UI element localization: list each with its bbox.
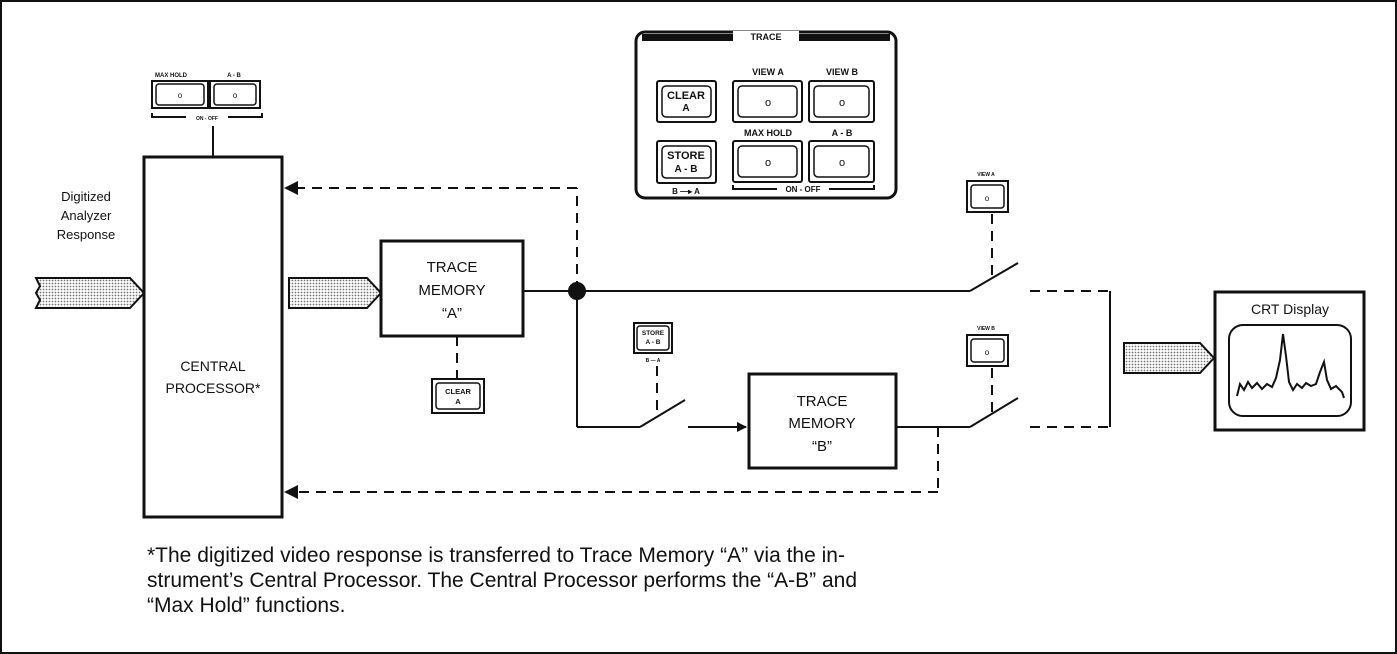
input-label-line-1: Digitized xyxy=(61,189,111,204)
trace-panel-view-a-label: VIEW A xyxy=(752,67,784,77)
trace-panel-store-button[interactable]: STORE A - B xyxy=(656,140,717,184)
trace-panel-store-label-1: STORE xyxy=(667,150,705,162)
input-label-line-2: Analyzer xyxy=(61,208,112,223)
small-panel-on-off-label: ON - OFF xyxy=(196,116,218,122)
trace-panel-view-b-label: VIEW B xyxy=(826,67,859,77)
store-inline-b-to-a-label: B — A xyxy=(646,358,661,364)
trace-panel-b-to-a-label: B —▸ A xyxy=(672,187,700,196)
view-a-inline-button[interactable]: o xyxy=(966,180,1009,213)
view-b-inline-button[interactable]: o xyxy=(966,334,1009,367)
button-led-icon: o xyxy=(985,348,990,357)
trace-memory-a-box xyxy=(379,239,525,338)
processor-to-memory-a-arrow xyxy=(288,277,383,309)
trace-panel-on-off-label: ON - OFF xyxy=(785,185,820,194)
small-panel-a-minus-b-label: A - B xyxy=(227,73,241,79)
trace-panel-view-b-button[interactable]: o xyxy=(808,80,875,123)
button-led-icon: o xyxy=(839,157,845,169)
button-led-icon: o xyxy=(985,194,990,203)
clear-a-inline-button[interactable]: CLEAR A xyxy=(431,378,485,414)
trace-panel-a-minus-b-label: A - B xyxy=(832,128,853,138)
button-led-icon: o xyxy=(765,97,771,109)
store-switch-blade xyxy=(639,399,686,428)
trace-panel-clear-a-label-2: A xyxy=(682,103,689,114)
input-data-arrow xyxy=(34,277,146,309)
trace-memory-b-label-1: TRACE xyxy=(797,393,848,410)
footnote-line-2: strument’s Central Processor. The Centra… xyxy=(147,569,858,592)
trace-memory-b-box xyxy=(747,372,898,470)
input-label-line-3: Response xyxy=(57,227,116,242)
view-a-inline-label: VIEW A xyxy=(977,172,995,178)
small-max-hold-button[interactable]: o xyxy=(151,80,209,109)
trace-memory-b-label-3: “B” xyxy=(812,438,832,455)
trace-panel-title: TRACE xyxy=(751,32,782,42)
store-inline-button[interactable]: STORE A - B xyxy=(633,322,673,354)
feedback-b-arrowhead xyxy=(284,485,298,499)
crt-display-label: CRT Display xyxy=(1251,301,1329,317)
trace-memory-a-label-3: “A” xyxy=(442,305,462,322)
view-b-switch-blade xyxy=(969,397,1019,428)
trace-panel-max-hold-button[interactable]: o xyxy=(732,140,803,183)
view-b-inline-label: VIEW B xyxy=(977,326,995,332)
small-a-minus-b-button[interactable]: o xyxy=(209,80,261,109)
footnote: *The digitized video response is transfe… xyxy=(147,543,867,618)
store-inline-label-2: A - B xyxy=(646,339,661,346)
footnote-line-1: *The digitized video response is transfe… xyxy=(147,544,845,567)
button-led-icon: o xyxy=(839,97,845,109)
clear-a-inline-label-1: CLEAR xyxy=(445,387,471,396)
store-inline-label-1: STORE xyxy=(642,330,665,337)
trace-panel-view-a-button[interactable]: o xyxy=(732,80,803,123)
central-processor-label-2: PROCESSOR* xyxy=(166,380,261,396)
trace-memory-a-label-2: MEMORY xyxy=(418,282,485,299)
central-processor-box xyxy=(142,155,284,519)
trace-panel-max-hold-label: MAX HOLD xyxy=(744,128,792,138)
trace-panel-a-minus-b-button[interactable]: o xyxy=(808,140,875,183)
clear-a-inline-label-2: A xyxy=(455,397,461,406)
crt-screen xyxy=(1228,324,1352,417)
central-processor-label-1: CENTRAL xyxy=(180,358,246,374)
feedback-a-arrowhead xyxy=(284,181,298,195)
trace-panel-clear-a-button[interactable]: CLEAR A xyxy=(656,80,717,123)
trace-panel-clear-a-label-1: CLEAR xyxy=(667,90,705,102)
small-panel-max-hold-label: MAX HOLD xyxy=(155,73,188,79)
view-a-switch-blade xyxy=(969,262,1019,292)
bus-to-crt-arrow xyxy=(1123,342,1216,374)
button-led-icon: o xyxy=(178,91,183,100)
trace-panel-store-label-2: A - B xyxy=(675,164,698,175)
crt-spectrum-trace xyxy=(1236,333,1345,399)
footnote-line-3: “Max Hold” functions. xyxy=(147,594,346,617)
trace-memory-a-label-1: TRACE xyxy=(427,259,478,276)
button-led-icon: o xyxy=(765,157,771,169)
button-led-icon: o xyxy=(233,91,238,100)
trace-memory-b-label-2: MEMORY xyxy=(788,415,855,432)
